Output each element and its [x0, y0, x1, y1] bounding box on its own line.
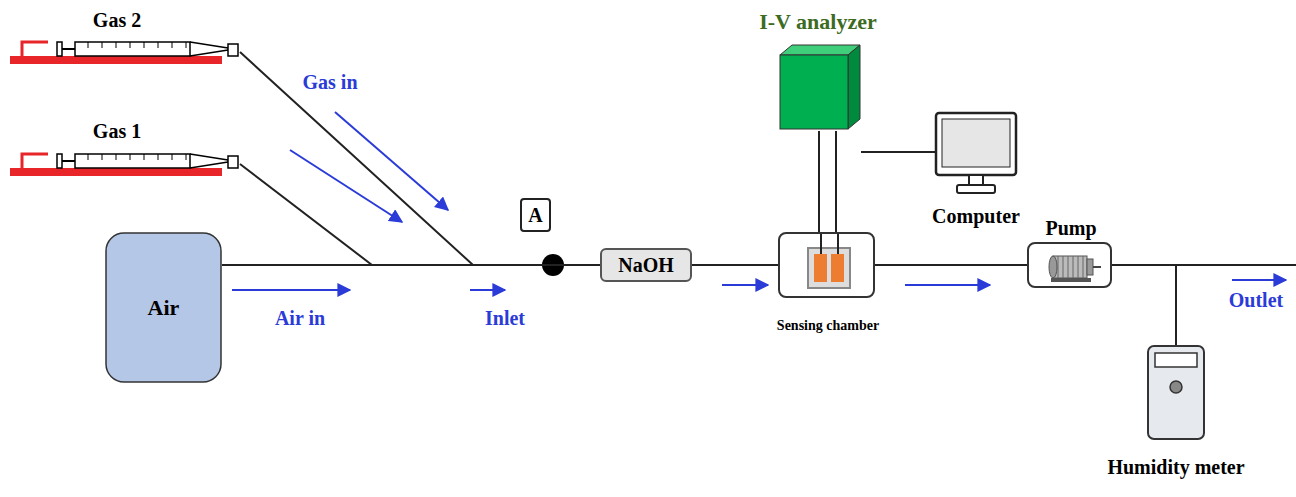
- humidity-meter-drawing: [1147, 345, 1205, 440]
- flow-arrow: [905, 284, 990, 286]
- tube-connector: [240, 164, 600, 265]
- flow-arrow: [722, 284, 768, 286]
- tube-connector: [861, 151, 935, 153]
- node-label: Air: [148, 297, 180, 319]
- flow-label: Inlet: [485, 308, 525, 328]
- computer-monitor: Computer: [935, 112, 1017, 196]
- naoh-trap: NaOH: [600, 248, 692, 282]
- iv-analyzer: I-V analyzer: [780, 45, 861, 131]
- humidity-meter: Humidity meter: [1147, 345, 1205, 440]
- node-label: Humidity meter: [1107, 457, 1244, 477]
- syringe-pump: Gas 1: [8, 151, 240, 177]
- flow-label: Outlet: [1229, 290, 1283, 310]
- node-label: Computer: [932, 206, 1020, 226]
- syringe-pump: Gas 2: [8, 39, 240, 65]
- flow-arrow: [470, 289, 505, 291]
- syringe-pump-drawing: [8, 39, 240, 65]
- node-label: A: [528, 205, 542, 225]
- point-label-box: A: [520, 198, 551, 232]
- sensing-chamber: Sensing chamber: [778, 232, 875, 298]
- tube-connector: [819, 131, 836, 232]
- air-cylinder: Air: [105, 232, 222, 383]
- node-label: NaOH: [618, 255, 674, 275]
- flow-arrow: [335, 112, 448, 210]
- tube-connector: [692, 264, 778, 266]
- syringe-pump-drawing: [8, 151, 240, 177]
- pump: Pump: [1027, 242, 1112, 288]
- flow-label: Gas in: [302, 72, 357, 92]
- computer-monitor-drawing: [935, 112, 1017, 196]
- node-label: Gas 1: [93, 121, 141, 141]
- pump-drawing: [1029, 244, 1110, 286]
- tube-connector: [875, 264, 1027, 266]
- flow-arrow: [232, 289, 350, 291]
- node-label: I-V analyzer: [759, 11, 877, 33]
- node-label: Gas 2: [93, 10, 141, 30]
- flow-label: Air in: [275, 308, 325, 328]
- sensing-chamber-drawing: [780, 234, 873, 296]
- node-label: Sensing chamber: [777, 319, 879, 333]
- tube-connector: [222, 264, 600, 266]
- node-label: Pump: [1045, 218, 1096, 238]
- tube-connector: [240, 52, 600, 265]
- flow-arrow: [1232, 279, 1286, 281]
- iv-analyzer-drawing: [780, 45, 861, 131]
- tube-connector: [1112, 265, 1176, 345]
